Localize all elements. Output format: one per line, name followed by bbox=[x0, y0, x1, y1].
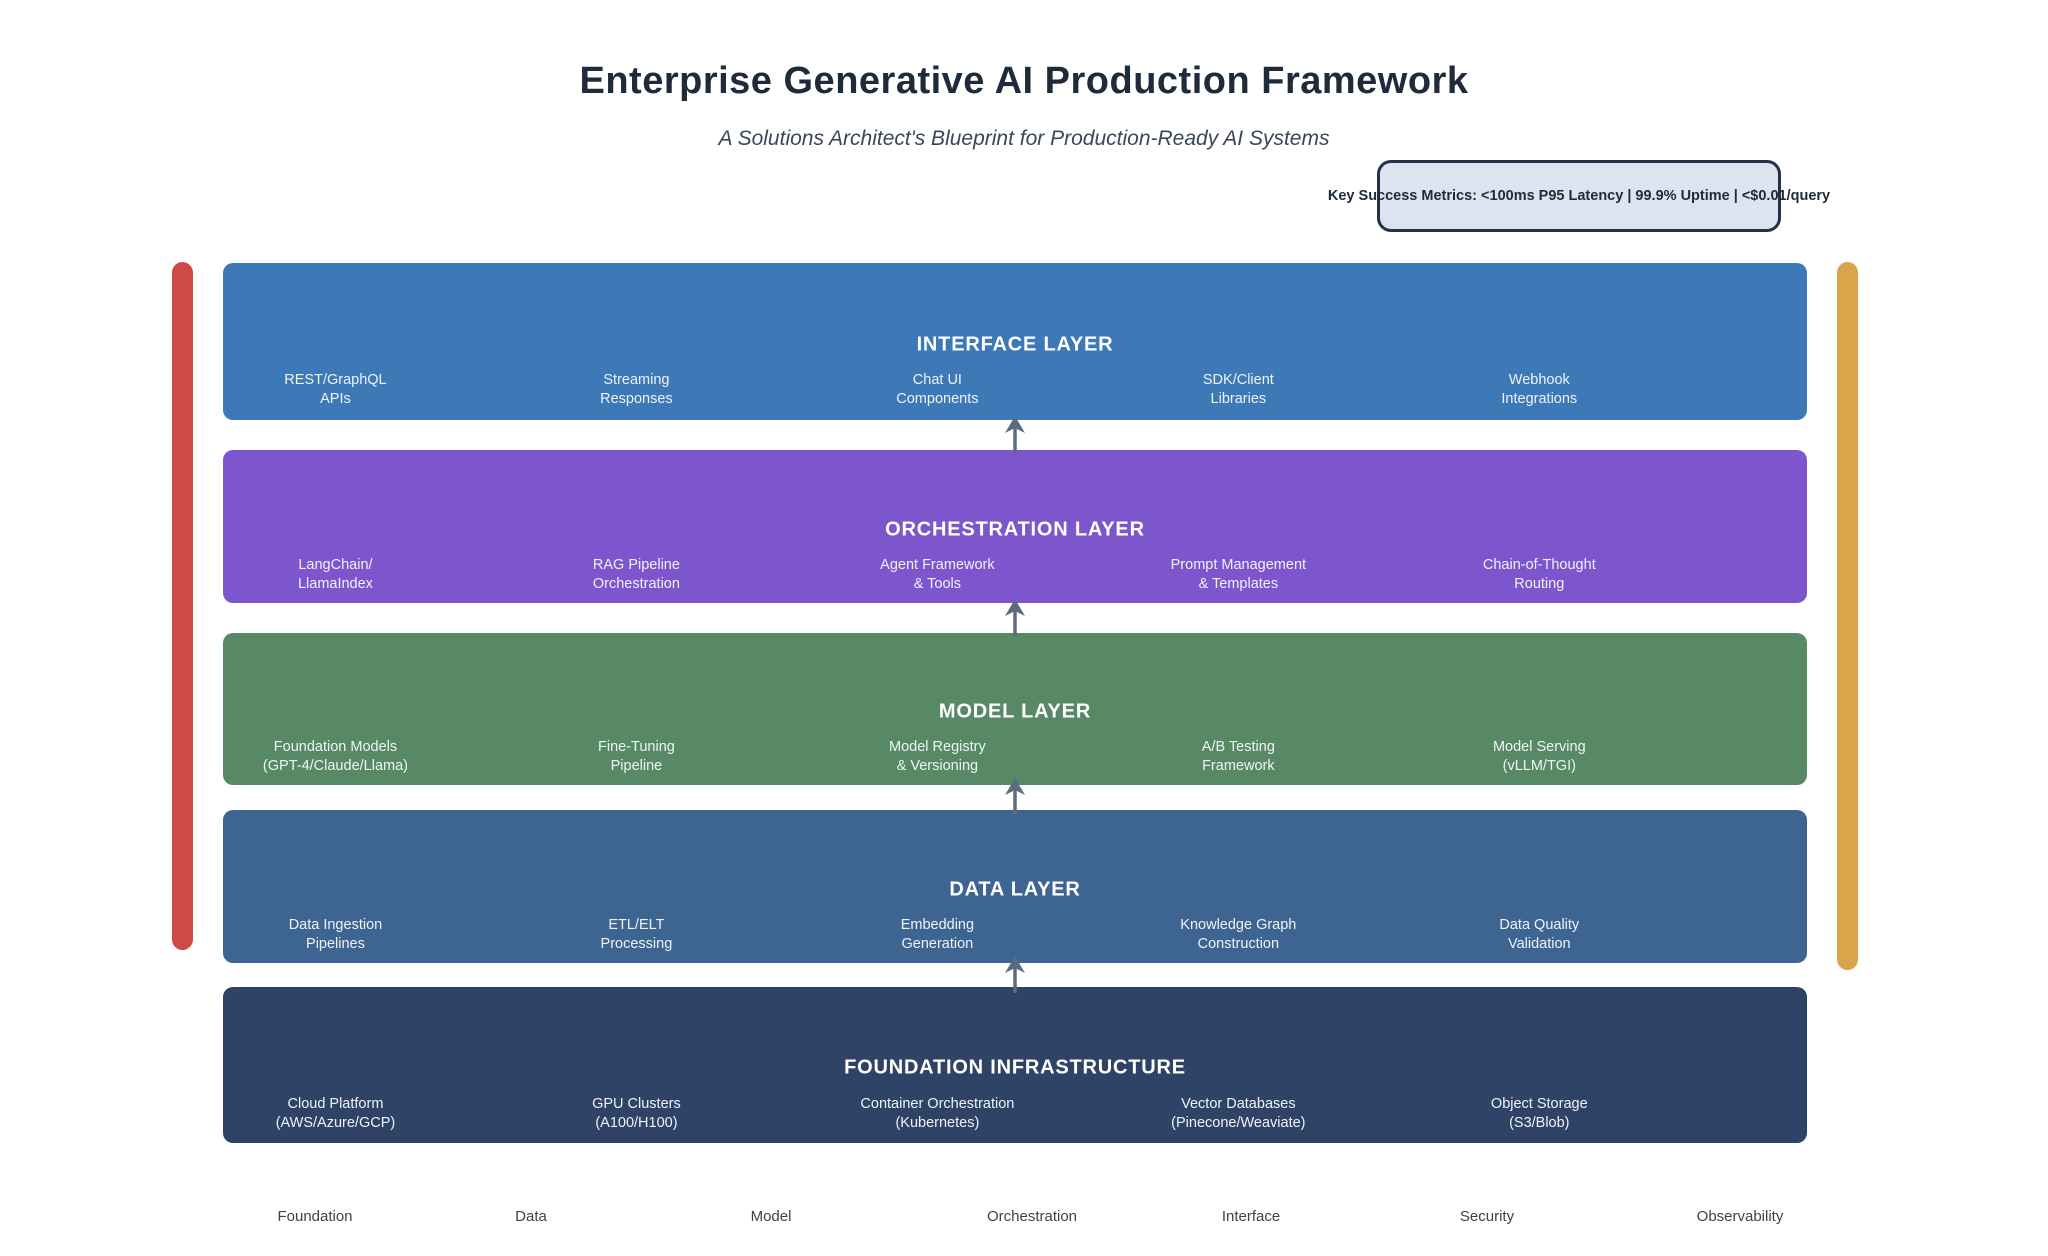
left-accent-bar bbox=[172, 262, 193, 950]
layer-item: Webhook Integrations bbox=[1501, 372, 1578, 408]
layer-item: Model Serving (vLLM/TGI) bbox=[1492, 738, 1586, 774]
layer-item: Streaming Responses bbox=[600, 372, 673, 408]
layer-item: Embedding Generation bbox=[900, 916, 975, 952]
up-arrow-icon bbox=[1005, 599, 1025, 636]
footer-label-foundation: Foundation bbox=[277, 1208, 353, 1225]
layer-item: Cloud Platform (AWS/Azure/GCP) bbox=[275, 1095, 396, 1131]
layer-foundation: FOUNDATION INFRASTRUCTURE Cloud Platform… bbox=[223, 987, 1807, 1143]
footer-label-model: Model bbox=[750, 1208, 792, 1225]
layer-item: Vector Databases (Pinecone/Weaviate) bbox=[1171, 1095, 1306, 1131]
layer-item: RAG Pipeline Orchestration bbox=[592, 556, 680, 592]
up-arrow-icon bbox=[1005, 416, 1025, 453]
layer-item: REST/GraphQL APIs bbox=[284, 372, 387, 408]
metrics-badge-text: Key Success Metrics: <100ms P95 Latency … bbox=[1327, 188, 1831, 204]
footer-label-interface: Interface bbox=[1221, 1208, 1281, 1225]
layer-item: Container Orchestration (Kubernetes) bbox=[860, 1095, 1015, 1131]
layer-item: GPU Clusters (A100/H100) bbox=[592, 1095, 681, 1131]
layer-item: Data Quality Validation bbox=[1499, 916, 1580, 952]
layer-orchestration: ORCHESTRATION LAYER LangChain/ LlamaInde… bbox=[223, 450, 1807, 603]
page-subtitle: A Solutions Architect's Blueprint for Pr… bbox=[718, 127, 1330, 150]
layer-model: MODEL LAYER Foundation Models (GPT-4/Cla… bbox=[223, 633, 1807, 785]
layer-interface-title: INTERFACE LAYER bbox=[916, 333, 1114, 356]
footer-label-observability: Observability bbox=[1696, 1208, 1784, 1225]
layer-data-title: DATA LAYER bbox=[949, 878, 1081, 901]
layer-data: DATA LAYER Data Ingestion Pipelines ETL/… bbox=[223, 810, 1807, 963]
layer-interface: INTERFACE LAYER REST/GraphQL APIs Stream… bbox=[223, 263, 1807, 420]
layer-item: SDK/Client Libraries bbox=[1202, 372, 1274, 408]
footer-label-orchestration: Orchestration bbox=[986, 1208, 1078, 1225]
layer-item: Model Registry & Versioning bbox=[889, 738, 986, 774]
footer-label-data: Data bbox=[515, 1208, 547, 1225]
page-title: Enterprise Generative AI Production Fram… bbox=[579, 60, 1469, 102]
layer-item: LangChain/ LlamaIndex bbox=[297, 556, 373, 592]
layer-item: Chain-of-Thought Routing bbox=[1482, 556, 1596, 592]
layer-orchestration-title: ORCHESTRATION LAYER bbox=[885, 518, 1145, 541]
layer-foundation-title: FOUNDATION INFRASTRUCTURE bbox=[844, 1056, 1186, 1079]
layer-item: Fine-Tuning Pipeline bbox=[598, 738, 675, 774]
layer-item: ETL/ELT Processing bbox=[600, 916, 673, 952]
layer-item: Object Storage (S3/Blob) bbox=[1490, 1095, 1588, 1131]
up-arrow-icon bbox=[1005, 956, 1025, 993]
layer-item: Knowledge Graph Construction bbox=[1180, 916, 1297, 952]
layer-item: Chat UI Components bbox=[896, 372, 979, 408]
footer-label-security: Security bbox=[1459, 1208, 1515, 1225]
metrics-badge: Key Success Metrics: <100ms P95 Latency … bbox=[1328, 160, 1830, 232]
layer-item: A/B Testing Framework bbox=[1201, 738, 1275, 774]
layer-item: Foundation Models (GPT-4/Claude/Llama) bbox=[262, 738, 408, 774]
layer-item: Prompt Management & Templates bbox=[1170, 556, 1307, 592]
up-arrow-icon bbox=[1005, 778, 1025, 815]
layer-item: Data Ingestion Pipelines bbox=[288, 916, 383, 952]
layer-item: Agent Framework & Tools bbox=[880, 556, 995, 592]
layer-model-title: MODEL LAYER bbox=[938, 700, 1092, 723]
right-accent-bar bbox=[1837, 262, 1858, 970]
